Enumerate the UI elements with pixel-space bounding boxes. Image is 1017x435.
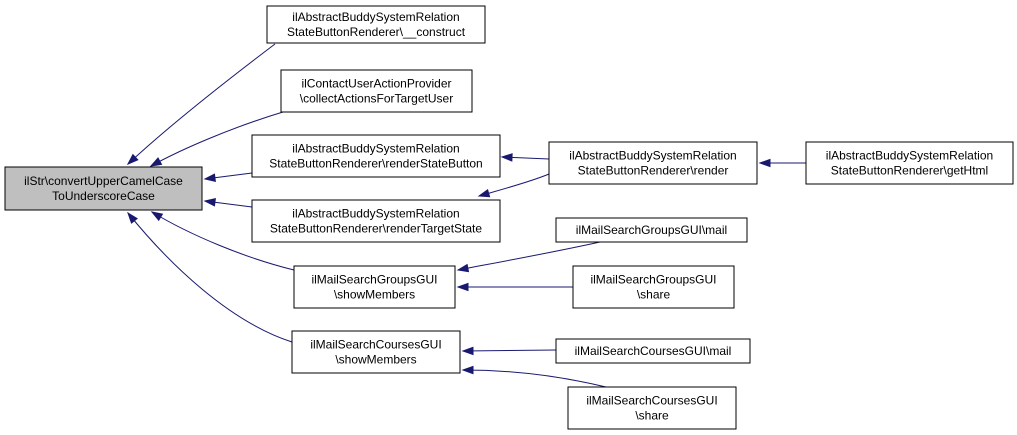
edge-groupsMail-to-groupsShowMembers [456, 241, 601, 273]
node-label-line: StateButtonRenderer\__construct [287, 25, 466, 39]
node-label-line: StateButtonRenderer\render [578, 164, 729, 178]
node-box [4, 166, 203, 211]
node-label-line: ilMailSearchCoursesGUI [586, 394, 717, 408]
node-box [572, 265, 735, 309]
node-box [251, 134, 501, 178]
node-box [548, 141, 758, 185]
node-box [266, 5, 486, 44]
node-label-line: ilMailSearchCoursesGUI\mail [575, 344, 732, 358]
edge-coursesShowMembers-to-root [127, 211, 293, 343]
edge-arrowhead [456, 282, 469, 292]
node-label-line: ilAbstractBuddySystemRelation [292, 142, 459, 156]
node-box [293, 265, 456, 309]
node-label-line: ilAbstractBuddySystemRelation [826, 149, 993, 163]
edge-arrowhead [203, 173, 216, 182]
node-coursesShowMembers[interactable]: ilMailSearchCoursesGUI\showMembers [291, 330, 461, 374]
edge-line [127, 43, 276, 165]
node-label-line: ilAbstractBuddySystemRelation [292, 207, 459, 221]
edge-line [127, 212, 293, 343]
edge-arrowhead [456, 263, 470, 273]
node-label-line: ilMailSearchGroupsGUI\mail [576, 223, 727, 237]
edge-arrowhead [149, 157, 163, 167]
edge-construct-to-root [126, 43, 276, 166]
edge-line [462, 369, 607, 388]
edge-arrowhead [203, 198, 216, 207]
node-label-line: \share [635, 409, 669, 423]
edge-arrowhead [126, 153, 139, 166]
edge-arrowhead [127, 211, 138, 224]
node-label-line: ilContactUserActionProvider [301, 77, 451, 91]
node-box [567, 386, 737, 430]
edge-arrowhead [758, 158, 771, 168]
node-label-line: ToUnderscoreCase [52, 189, 155, 203]
edge-line [151, 211, 295, 271]
edge-renderStateButton-to-root [203, 172, 253, 182]
node-label-line: ilMailSearchCoursesGUI [310, 338, 441, 352]
node-coursesMail[interactable]: ilMailSearchCoursesGUI\mail [555, 338, 751, 364]
node-groupsShowMembers[interactable]: ilMailSearchGroupsGUI\showMembers [293, 265, 456, 309]
edge-groupsShowMembers-to-root [150, 211, 295, 271]
node-box [805, 141, 1014, 185]
node-groupsShare[interactable]: ilMailSearchGroupsGUI\share [572, 265, 735, 309]
edge-coursesMail-to-coursesShowMembers [461, 346, 557, 356]
edge-groupsShare-to-groupsShowMembers [456, 282, 573, 292]
node-box [251, 199, 501, 243]
node-render[interactable]: ilAbstractBuddySystemRelationStateButton… [548, 141, 758, 185]
node-label-line: \showMembers [334, 288, 415, 302]
edge-render-to-renderStateButton [500, 153, 550, 162]
node-label-line: StateButtonRenderer\renderStateButton [269, 157, 482, 171]
node-label-line: ilStr\convertUpperCamelCase [24, 174, 183, 188]
edge-getHtml-to-render [758, 158, 806, 168]
node-label-line: ilMailSearchGroupsGUI [590, 273, 716, 287]
node-label-line: StateButtonRenderer\getHtml [831, 164, 988, 178]
node-box [291, 330, 461, 374]
nodes-layer: ilStr\convertUpperCamelCaseToUnderscoreC… [4, 5, 1014, 430]
edge-line [462, 349, 557, 352]
edge-collectActions-to-root [149, 111, 284, 167]
node-box [555, 338, 751, 364]
node-label-line: \showMembers [335, 353, 416, 367]
edge-line [457, 241, 601, 271]
edge-arrowhead [500, 153, 513, 162]
node-label-line: \share [637, 288, 671, 302]
node-label-line: \collectActionsForTargetUser [300, 92, 453, 106]
node-getHtml[interactable]: ilAbstractBuddySystemRelationStateButton… [805, 141, 1014, 185]
node-label-line: StateButtonRenderer\renderTargetState [270, 222, 482, 236]
edge-arrowhead [150, 211, 164, 222]
edge-coursesShare-to-coursesShowMembers [461, 365, 607, 388]
node-label-line: ilMailSearchGroupsGUI [311, 273, 437, 287]
edge-arrowhead [461, 346, 474, 356]
node-coursesShare[interactable]: ilMailSearchCoursesGUI\share [567, 386, 737, 430]
node-groupsMail[interactable]: ilMailSearchGroupsGUI\mail [555, 217, 748, 243]
node-label-line: ilAbstractBuddySystemRelation [292, 10, 459, 24]
node-label-line: ilAbstractBuddySystemRelation [569, 149, 736, 163]
node-renderTargetState[interactable]: ilAbstractBuddySystemRelationStateButton… [251, 199, 501, 243]
node-box [555, 217, 748, 243]
node-collectActions[interactable]: ilContactUserActionProvider\collectActio… [280, 69, 473, 113]
edge-render-to-renderTargetState [477, 173, 550, 198]
node-root: ilStr\convertUpperCamelCaseToUnderscoreC… [4, 166, 203, 211]
node-box [280, 69, 473, 113]
edge-arrowhead [477, 188, 491, 198]
node-renderStateButton[interactable]: ilAbstractBuddySystemRelationStateButton… [251, 134, 501, 178]
edge-renderTargetState-to-root [203, 198, 253, 208]
edges-layer [126, 43, 806, 388]
edge-line [150, 111, 284, 167]
edge-arrowhead [461, 365, 474, 375]
node-construct[interactable]: ilAbstractBuddySystemRelationStateButton… [266, 5, 486, 44]
